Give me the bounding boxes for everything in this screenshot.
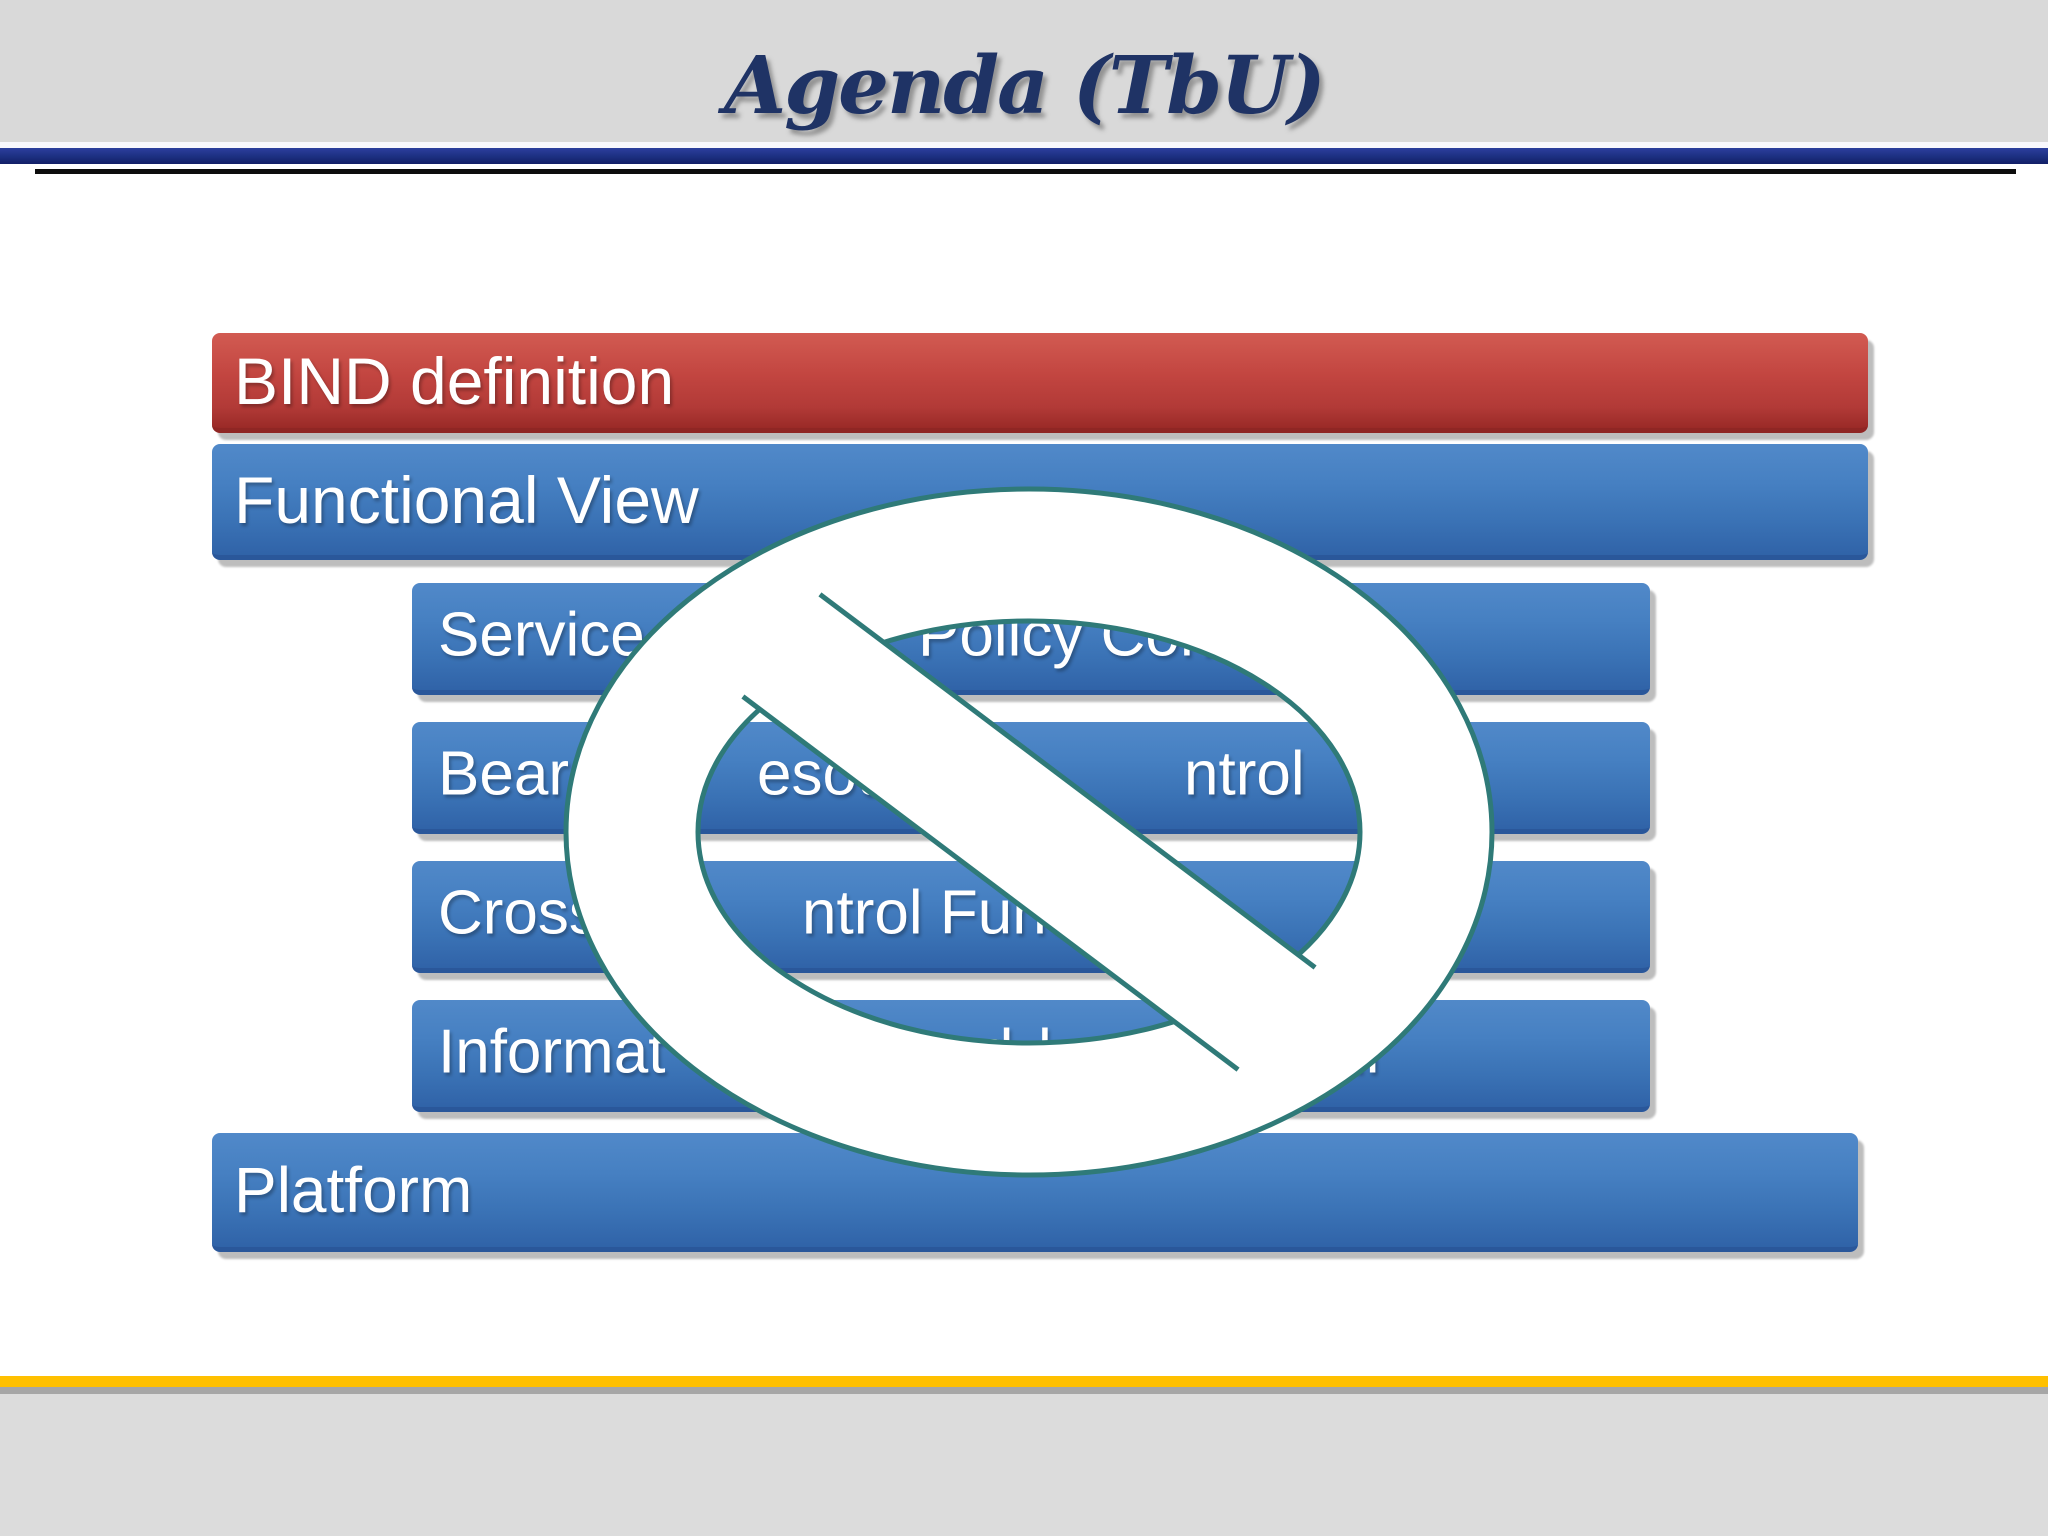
bar-label-fragment: Bear [438, 738, 569, 808]
bar-label-fragment: l [1038, 1016, 1052, 1086]
bar-label-fragment: esou [757, 738, 892, 808]
bar-label: BIND definition [234, 343, 675, 418]
bar-label-fragment: li [1352, 1016, 1380, 1086]
bar-label-fragment: Policy Con [918, 599, 1215, 669]
header-rule-black [35, 169, 2016, 174]
footer-band [0, 1394, 2048, 1536]
bar-label: Functional View [234, 462, 699, 537]
bar-label-fragment: Cross [438, 877, 600, 947]
agenda-subbar-service-policy-control: Service Policy Con [412, 583, 1650, 695]
agenda-subbar-cross-control-function: Cross ntrol Functi [412, 861, 1650, 973]
bar-label-fragment: ntrol Functi [802, 877, 1109, 947]
agenda-bar-functional-view: Functional View [212, 444, 1868, 560]
page-title: Agenda (TbU) [724, 38, 1326, 132]
bar-label: Platform [234, 1154, 473, 1226]
agenda-subbar-bearer-resource-control: Bear esou ntrol [412, 722, 1650, 834]
bar-label-fragment: Service [438, 599, 645, 669]
header-band [0, 0, 2048, 143]
bar-label-fragment: ntrol [1184, 738, 1305, 808]
footer-rule-yellow [0, 1376, 2048, 1387]
bar-label-fragment: d [979, 1016, 1014, 1086]
agenda-bar-platform: Platform [212, 1133, 1858, 1252]
agenda-bar-bind-definition: BIND definition [212, 333, 1868, 433]
footer-rule-shadow [0, 1387, 2048, 1394]
header-rule-navy [0, 148, 2048, 164]
header-rule-white [0, 142, 2048, 148]
bar-label-fragment: Informat [438, 1016, 666, 1086]
